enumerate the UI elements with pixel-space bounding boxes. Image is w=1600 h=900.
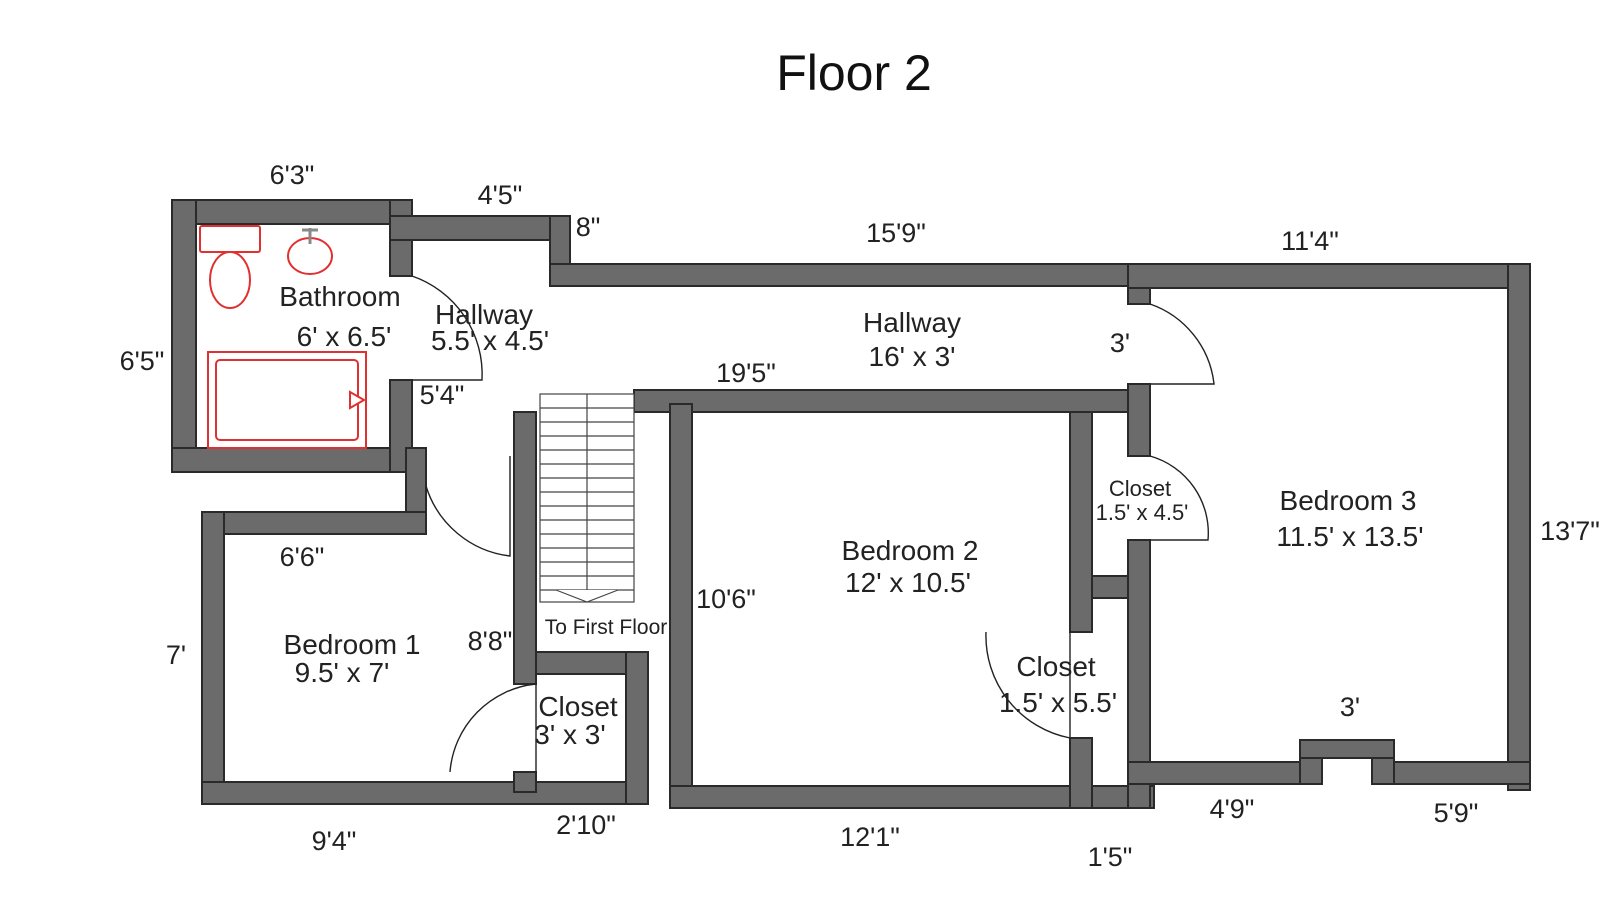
- doors: [411, 275, 1215, 773]
- bedroom1-name: Bedroom 1: [284, 629, 421, 660]
- dim-bath-top: 6'3": [270, 160, 315, 190]
- door-bedroom3: [1149, 303, 1215, 385]
- bedroom3-size: 11.5' x 13.5': [1276, 521, 1423, 552]
- wall-closet1-right: [625, 651, 649, 805]
- door-bedroom1: [425, 456, 511, 557]
- dim-bed1-top: 6'6": [280, 542, 325, 572]
- closet3-size: 1.5' x 4.5': [1096, 500, 1189, 525]
- toilet-bowl-icon: [209, 251, 251, 309]
- wall-bed3-left-upper: [1127, 383, 1151, 457]
- toilet-tank-icon: [199, 225, 261, 253]
- wall-bed1-bottom: [201, 781, 649, 805]
- closet1-name: Closet: [538, 691, 618, 722]
- hallway-small-size: 5.5' x 4.5': [431, 325, 549, 356]
- wall-bed3-right: [1507, 263, 1531, 791]
- dim-bath-left: 6'5": [120, 346, 165, 376]
- door-closet2: [985, 631, 1071, 739]
- stairs: [539, 393, 635, 603]
- wall-hall-top: [389, 215, 569, 241]
- wall-main-hall-top: [549, 263, 1151, 287]
- wall-bed3-left-lower: [1127, 539, 1151, 809]
- bathroom-fixtures: [199, 225, 367, 449]
- closet1-size: 3' x 3': [534, 719, 605, 750]
- wall-bed2-right-upper: [1069, 411, 1093, 633]
- plan-title: Floor 2: [776, 45, 932, 101]
- dim-bed3-bottom-left: 4'9": [1210, 794, 1255, 824]
- dim-bed3-right: 13'7": [1540, 516, 1600, 546]
- bedroom2-size: 12' x 10.5': [845, 567, 971, 598]
- room-labels: Bathroom 6' x 6.5' Hallway 5.5' x 4.5' H…: [279, 281, 1423, 750]
- closet2-name: Closet: [1016, 651, 1096, 682]
- wall-main-hall-bottom: [633, 389, 1139, 413]
- wall-bed1-right: [513, 411, 537, 685]
- wall-bed1-right-stub: [513, 771, 537, 793]
- wall-bed2-left: [669, 403, 693, 809]
- bedroom2-name: Bedroom 2: [842, 535, 979, 566]
- dim-bed3-window: 3': [1340, 692, 1360, 722]
- wall-bed3-bottom-right: [1371, 761, 1531, 785]
- dim-hall-bottom: 19'5": [716, 358, 776, 388]
- wall-window-top: [1299, 739, 1395, 759]
- hallway-main-name: Hallway: [863, 307, 961, 338]
- door-closet1: [449, 683, 537, 773]
- door-bathroom: [411, 275, 483, 381]
- wall-bed1-top: [201, 511, 427, 535]
- dim-hall-jog: 8": [576, 212, 601, 242]
- closet3-name: Closet: [1109, 476, 1171, 501]
- stairs-arrow-icon: [555, 589, 619, 603]
- wall-bed1-left: [201, 511, 225, 805]
- dim-hall-right: 5'4": [420, 380, 465, 410]
- bathroom-name: Bathroom: [279, 281, 400, 312]
- dimension-labels: 6'3" 4'5" 8" 15'9" 11'4" 6'5" 3' 19'5" 5…: [120, 160, 1600, 872]
- wall-bath-left: [171, 199, 197, 473]
- wall-bath-top: [171, 199, 393, 225]
- stairs-label: To First Floor: [545, 616, 668, 639]
- dim-bed1-right: 8'8": [468, 626, 513, 656]
- hallway-main-size: 16' x 3': [869, 341, 956, 372]
- wall-bath-bottom: [171, 447, 421, 473]
- bedroom1-size: 9.5' x 7': [295, 657, 390, 688]
- tub-drain-icon: [349, 390, 367, 410]
- dim-hall-top: 4'5": [478, 180, 523, 210]
- dim-bed2-bottom: 12'1": [840, 822, 900, 852]
- door-closet3: [1149, 455, 1210, 541]
- hallway-small-name: Hallway: [435, 299, 533, 330]
- dim-bed3-bottom-right: 5'9": [1434, 798, 1479, 828]
- wall-bed3-bottom-left: [1127, 761, 1323, 785]
- walls: [171, 199, 1531, 809]
- dim-bed1-left: 7': [166, 640, 186, 670]
- dim-closet-bottom: 2'10": [556, 810, 616, 840]
- closet2-size: 1.5' x 5.5': [999, 687, 1117, 718]
- wall-bed3-top: [1127, 263, 1531, 289]
- dim-hall-door: 3': [1110, 328, 1130, 358]
- bathroom-size: 6' x 6.5': [297, 321, 392, 352]
- wall-bed2-bottom: [669, 785, 1155, 809]
- dim-bed1-bottom: 9'4": [312, 826, 357, 856]
- dim-bed3-top: 11'4": [1281, 226, 1339, 256]
- dim-closet-gap: 1'5": [1088, 842, 1133, 872]
- bedroom3-name: Bedroom 3: [1280, 485, 1417, 516]
- dim-main-top: 15'9": [866, 218, 926, 248]
- wall-bed2-right-lower: [1069, 737, 1093, 809]
- dim-bed2-left: 10'6": [696, 584, 756, 614]
